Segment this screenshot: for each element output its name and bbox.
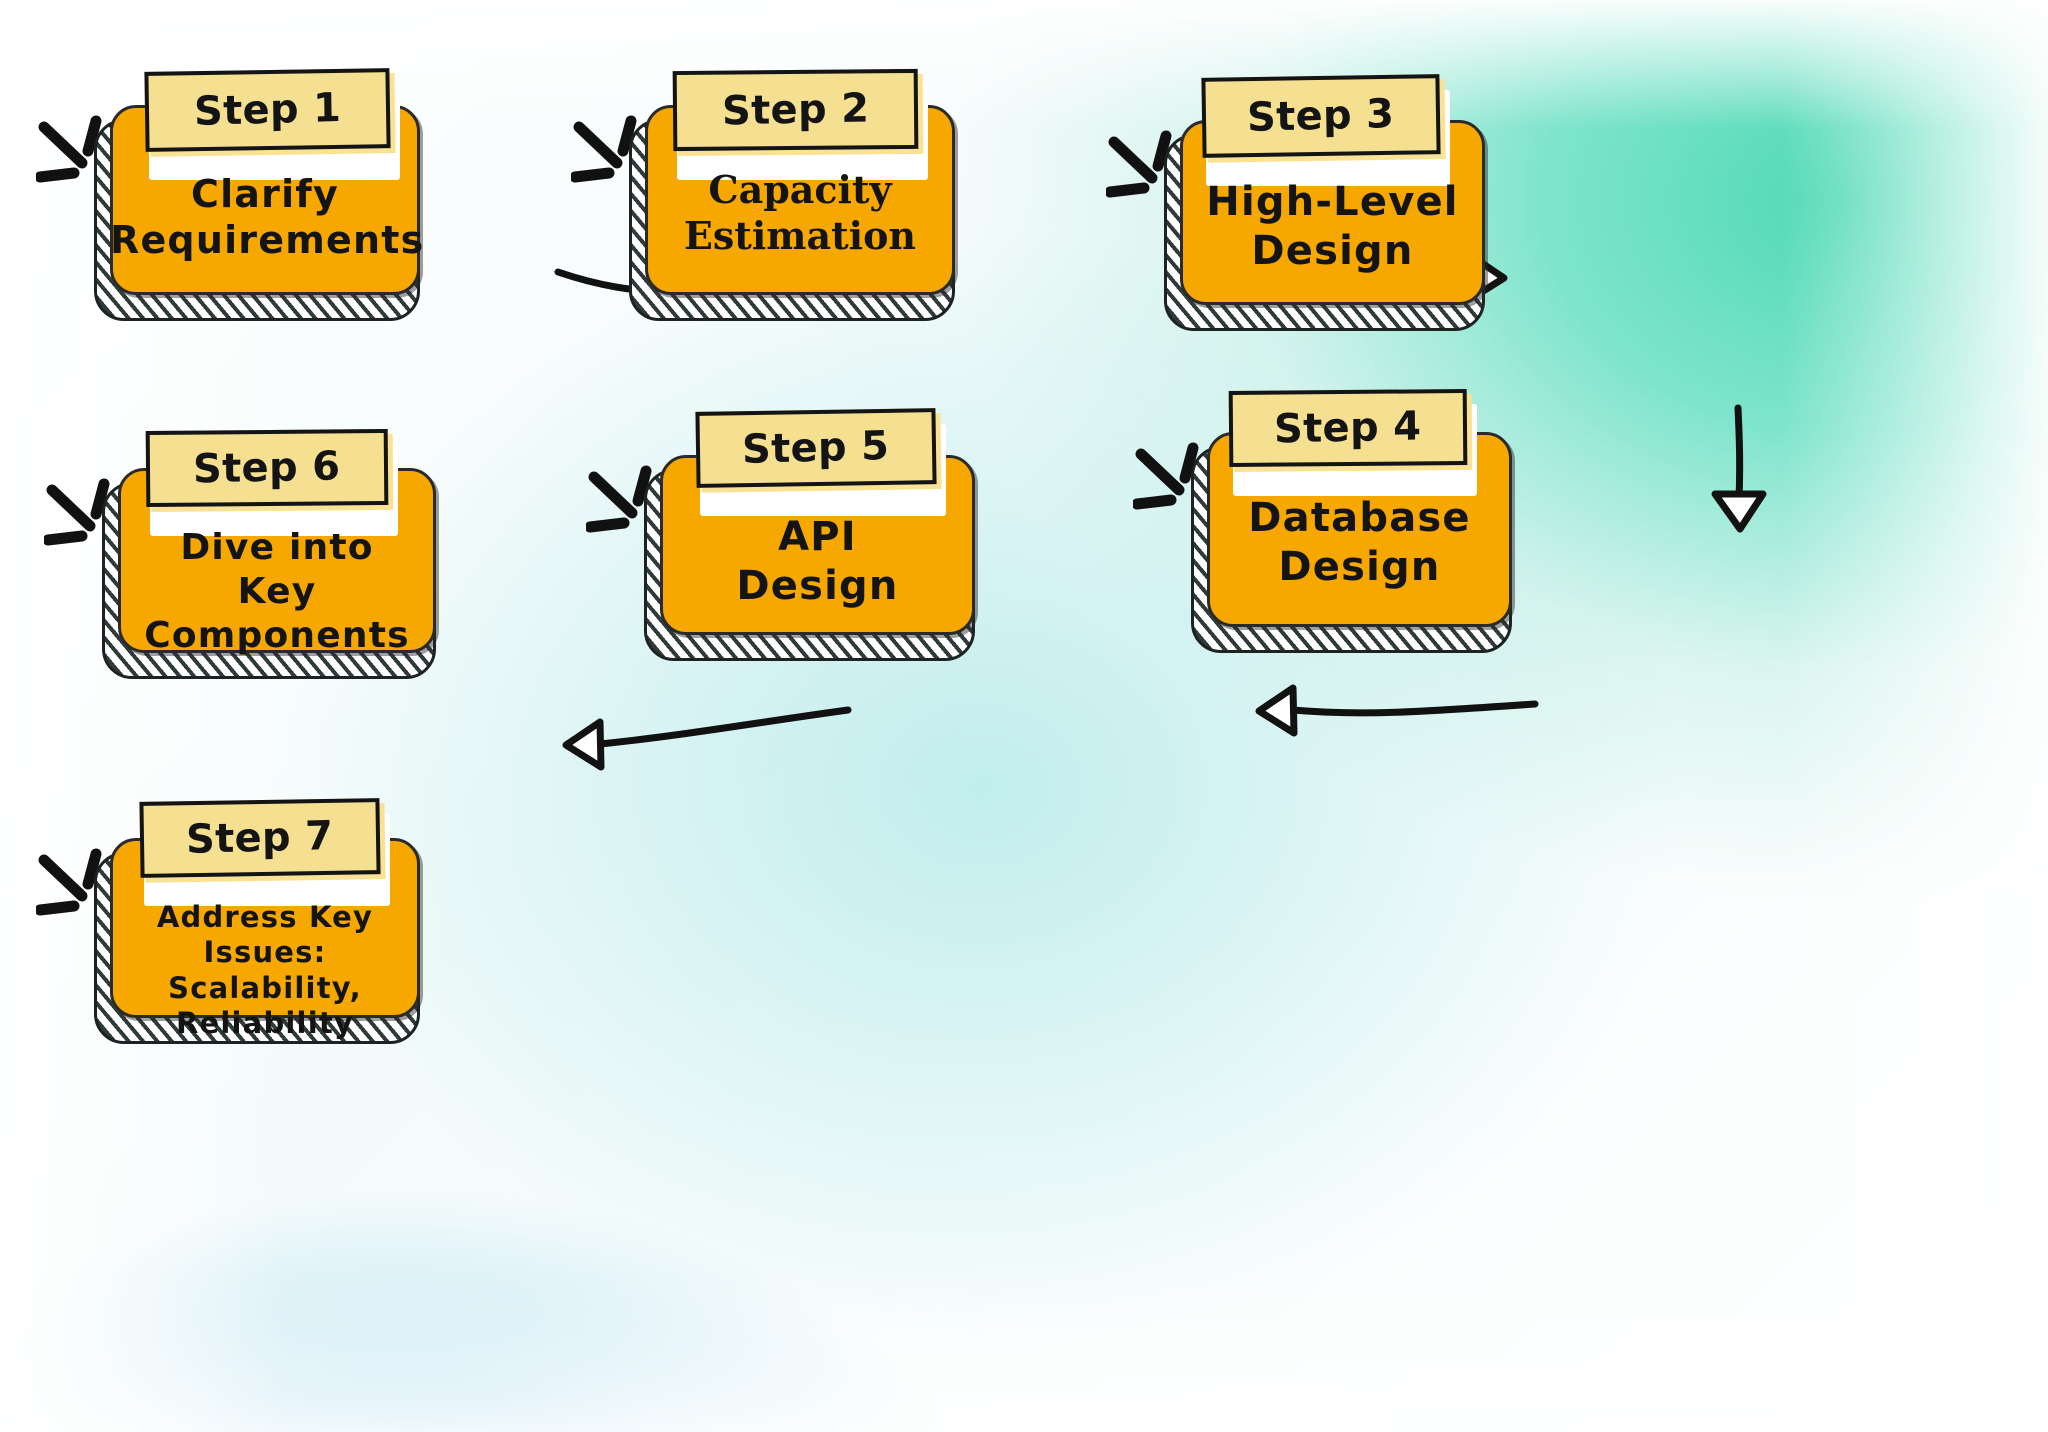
edge-step3-step4 — [1715, 404, 1763, 529]
sparkle-icon — [569, 111, 661, 201]
node-step1[interactable]: Step 1 Clarify Requirements — [34, 68, 425, 321]
node-body-text: Dive into Key Components — [144, 527, 410, 656]
node-step5[interactable]: Step 5 API Design — [584, 408, 975, 661]
node-step-tab: Step 5 — [695, 408, 937, 488]
node-body-text: Address Key Issues: Scalability, Reliabi… — [156, 900, 374, 1041]
node-step3[interactable]: Step 3 High-Level Design — [1104, 74, 1485, 331]
node-step-tab: Step 3 — [1201, 74, 1441, 158]
node-body-text: Database Design — [1248, 495, 1471, 590]
node-step-tab: Step 2 — [672, 68, 919, 152]
node-body-text: API Design — [736, 514, 899, 609]
sparkle-icon — [42, 474, 134, 564]
node-step-label: Step 2 — [721, 85, 870, 135]
node-step-tab: Step 6 — [145, 428, 389, 508]
edge-step4-step5 — [1259, 688, 1539, 733]
edge-step5-step6 — [566, 706, 852, 767]
node-body-text: Capacity Estimation — [683, 167, 917, 259]
sparkle-icon — [34, 111, 126, 201]
node-step-label: Step 1 — [193, 84, 342, 136]
node-step4[interactable]: Step 4 Database Design — [1131, 388, 1512, 653]
node-step-tab: Step 1 — [144, 68, 391, 152]
node-step-label: Step 7 — [186, 812, 334, 864]
sparkle-icon — [1104, 126, 1196, 216]
node-step7[interactable]: Step 7 Address Key Issues: Scalability, R… — [34, 798, 420, 1044]
node-step6[interactable]: Step 6 Dive into Key Components — [42, 428, 436, 679]
node-step-tab: Step 4 — [1228, 388, 1468, 468]
node-step-label: Step 6 — [193, 443, 341, 493]
node-step2[interactable]: Step 2 Capacity Estimation — [569, 68, 955, 321]
node-body-text: High-Level Design — [1206, 179, 1459, 274]
node-step-label: Step 5 — [742, 422, 890, 474]
sparkle-icon — [584, 461, 676, 551]
sparkle-icon — [34, 844, 126, 934]
node-step-label: Step 4 — [1274, 403, 1422, 453]
node-step-tab: Step 7 — [139, 798, 381, 878]
node-body-text: Clarify Requirements — [110, 172, 425, 263]
node-step-label: Step 3 — [1247, 90, 1395, 142]
sparkle-icon — [1131, 438, 1223, 528]
